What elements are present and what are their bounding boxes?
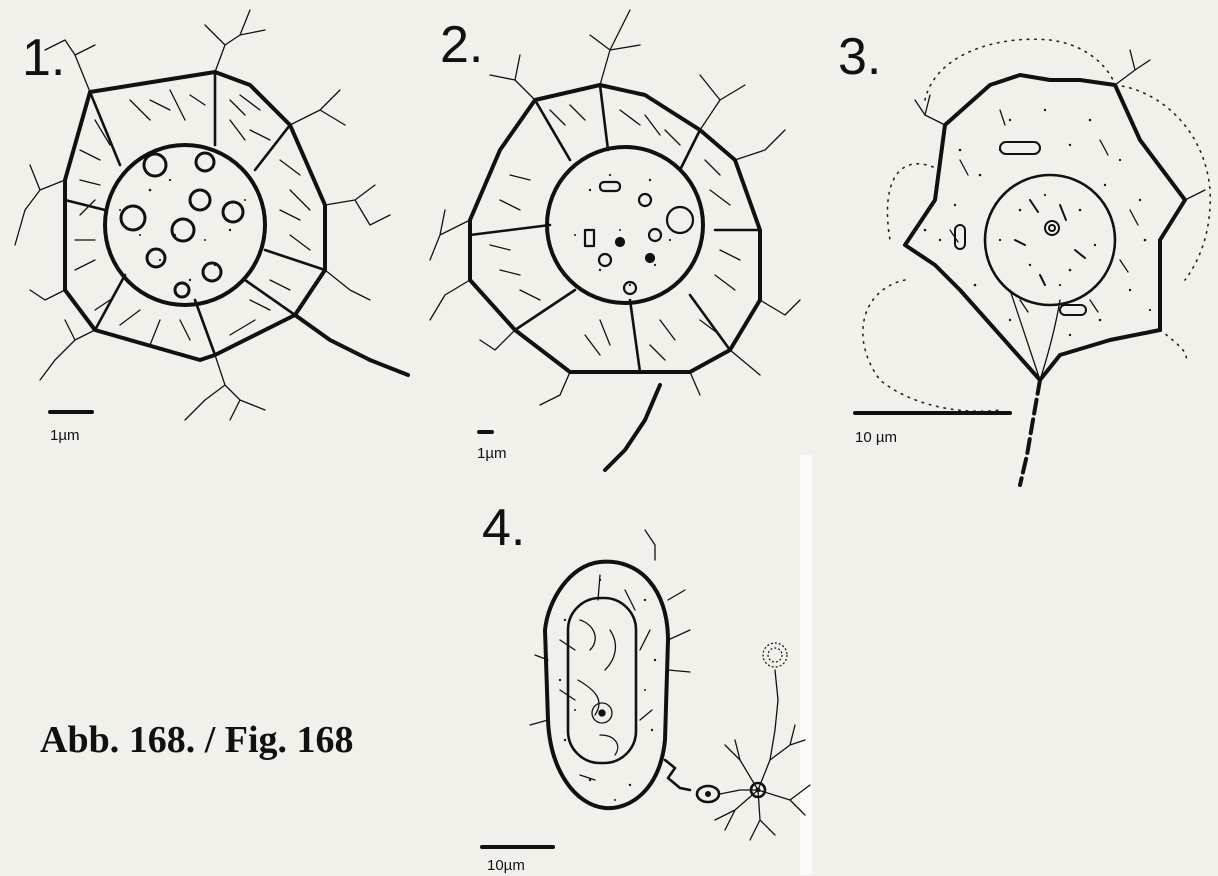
panel-2-process bbox=[605, 385, 660, 470]
panel-2: 2. bbox=[430, 10, 800, 470]
panel-3-scale-label: 10 µm bbox=[855, 429, 897, 446]
panel-3-plastid-3 bbox=[1060, 305, 1086, 315]
panel-4-terminal-bulb-inner bbox=[768, 648, 782, 662]
panel-1: 1. bbox=[15, 10, 408, 444]
panel-2-nucleus bbox=[547, 147, 703, 303]
panel-1-number: 1. bbox=[22, 29, 65, 87]
panel-4-vesicle-core bbox=[705, 791, 711, 797]
figure-caption: Abb. 168. / Fig. 168 bbox=[40, 718, 354, 762]
panel-3-plastid-2 bbox=[955, 225, 965, 249]
panel-2-scale-label: 1µm bbox=[477, 445, 506, 462]
panel-1-scale-label: 1µm bbox=[50, 427, 79, 444]
panel-1-reticulation bbox=[75, 90, 310, 345]
panel-4-stellate-nucleus bbox=[756, 788, 761, 793]
panel-1-nucleus bbox=[105, 145, 265, 305]
panel-1-chromocenters bbox=[121, 153, 243, 297]
panel-3-nucleus-stipple bbox=[999, 194, 1096, 286]
panel-3-filaments bbox=[915, 50, 1205, 200]
panel-3-plastid bbox=[1000, 142, 1040, 154]
panel-1-process bbox=[295, 315, 408, 375]
panel-4-scale-label: 10µm bbox=[487, 857, 525, 874]
panel-4-number: 4. bbox=[482, 499, 525, 557]
panel-3-chromatin bbox=[1015, 200, 1085, 285]
panel-4-terminal-bulb bbox=[763, 643, 787, 667]
panel-3-number: 3. bbox=[838, 28, 881, 86]
panel-2-number: 2. bbox=[440, 16, 483, 74]
panel-4-nucleus-content bbox=[578, 620, 618, 755]
panel-3-neighbour-outlines bbox=[863, 39, 1210, 411]
panel-4-stellate-cell bbox=[715, 670, 810, 840]
panel-4-process bbox=[665, 760, 690, 790]
panel-3-process bbox=[1020, 380, 1040, 485]
panel-3-nucleus bbox=[985, 175, 1115, 305]
panel-3: 3. bbox=[838, 28, 1210, 485]
panel-4: 4. bbox=[482, 499, 810, 874]
panel-2-filaments bbox=[430, 10, 800, 405]
panel-2-nuclear-bodies bbox=[585, 182, 693, 294]
